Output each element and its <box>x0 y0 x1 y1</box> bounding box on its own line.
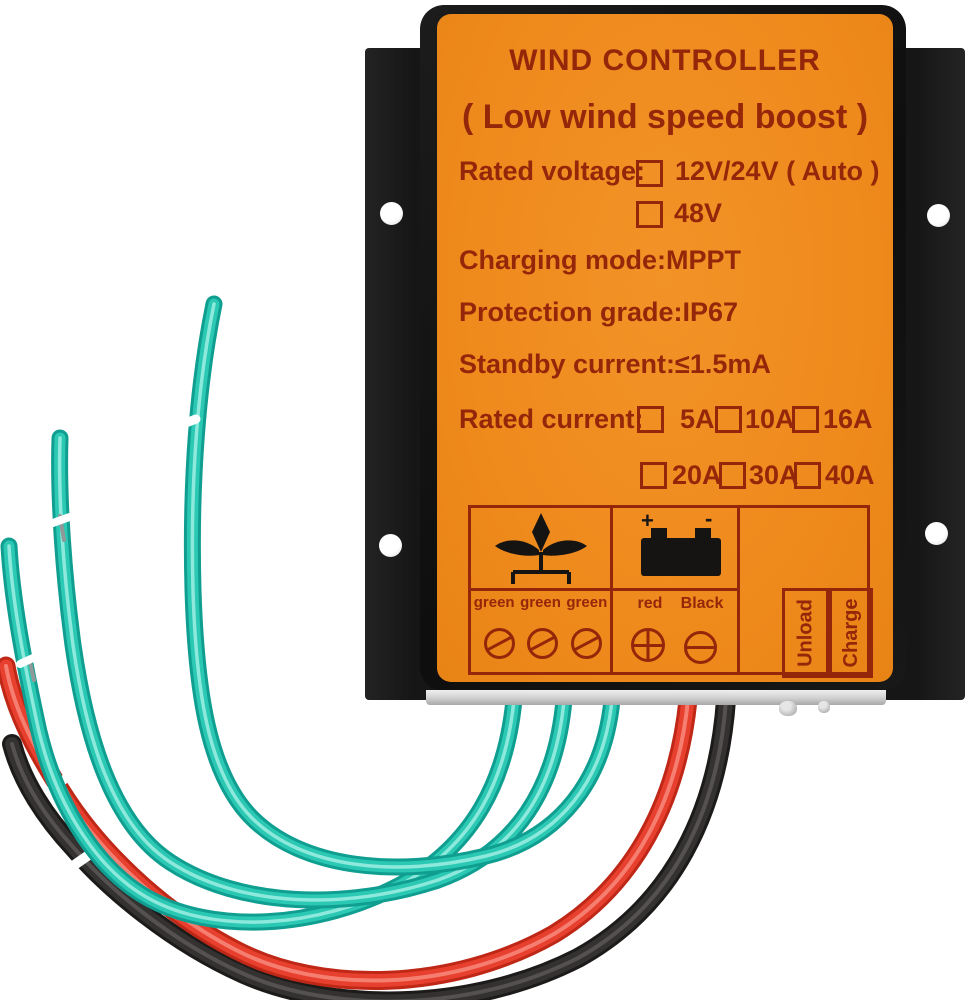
wind-turbine-icon <box>495 513 587 584</box>
voltage-option-1: 12V/24V ( Auto ) <box>675 156 880 186</box>
charge-label: Charge <box>839 598 862 668</box>
mounting-hole <box>379 534 402 557</box>
battery-negative-terminal-screw <box>684 631 717 664</box>
green-wire-1 <box>163 295 621 876</box>
battery-positive-terminal-screw <box>631 628 665 662</box>
current-option-20a: 20A <box>672 460 722 490</box>
glue-drop <box>818 701 830 713</box>
battery-plus-mark: + <box>641 508 654 533</box>
current-option-5a: 5A <box>680 404 715 434</box>
product-subtitle: ( Low wind speed boost ) <box>461 98 869 136</box>
terminal-diagram: + - green green green red Black Unload C <box>468 505 873 678</box>
diagram-divider <box>471 588 740 591</box>
voltage-option-2: 48V <box>674 198 723 228</box>
current-10a-checkbox <box>715 406 742 433</box>
current-16a-checkbox <box>792 406 819 433</box>
mounting-hole <box>925 522 948 545</box>
wire-strip-mark <box>16 648 50 668</box>
turbine-wire-label: green <box>566 594 608 611</box>
black-wire <box>2 690 736 1000</box>
turbine-terminal-screw <box>527 628 558 659</box>
product-label: WIND CONTROLLER ( Low wind speed boost )… <box>437 14 893 682</box>
mounting-hole <box>380 202 403 225</box>
current-5a-checkbox <box>637 406 664 433</box>
standby-current: Standby current:≤1.5mA <box>459 349 771 379</box>
battery-icon <box>641 528 721 576</box>
current-20a-checkbox <box>640 462 667 489</box>
voltage-48v-checkbox <box>636 201 663 228</box>
battery-wire-label-black: Black <box>680 595 724 612</box>
current-option-16a: 16A <box>823 404 873 434</box>
product-title: WIND CONTROLLER <box>509 44 821 77</box>
turbine-terminal-screw <box>571 628 602 659</box>
current-option-30a: 30A <box>749 460 799 490</box>
turbine-wire-label: green <box>473 594 515 611</box>
potting-strip <box>426 690 886 705</box>
charge-box: Charge <box>829 588 873 678</box>
wire-strip-mark <box>163 414 201 435</box>
current-option-40a: 40A <box>825 460 875 490</box>
battery-minus-mark: - <box>705 506 713 531</box>
green-wire-3 <box>0 537 523 931</box>
protection-grade: Protection grade:IP67 <box>459 297 739 327</box>
glue-drop <box>779 701 797 716</box>
charging-mode: Charging mode:MPPT <box>459 245 741 275</box>
current-option-10a: 10A <box>745 404 795 434</box>
turbine-wire-label: green <box>520 594 561 611</box>
turbine-wire-labels: green green green <box>471 594 610 611</box>
unload-box: Unload <box>782 588 829 678</box>
turbine-terminal-screw <box>484 628 515 659</box>
battery-wire-label-red: red <box>637 595 663 612</box>
wire-strip-mark <box>46 510 82 528</box>
current-40a-checkbox <box>794 462 821 489</box>
wire-tinned-tip <box>28 660 36 682</box>
voltage-12v24v-checkbox <box>636 160 663 187</box>
rated-voltage-label: Rated voltage: <box>459 156 646 186</box>
mounting-hole <box>927 204 950 227</box>
current-30a-checkbox <box>719 462 746 489</box>
rated-current-label: Rated current: <box>459 404 644 434</box>
red-wire <box>0 656 698 990</box>
